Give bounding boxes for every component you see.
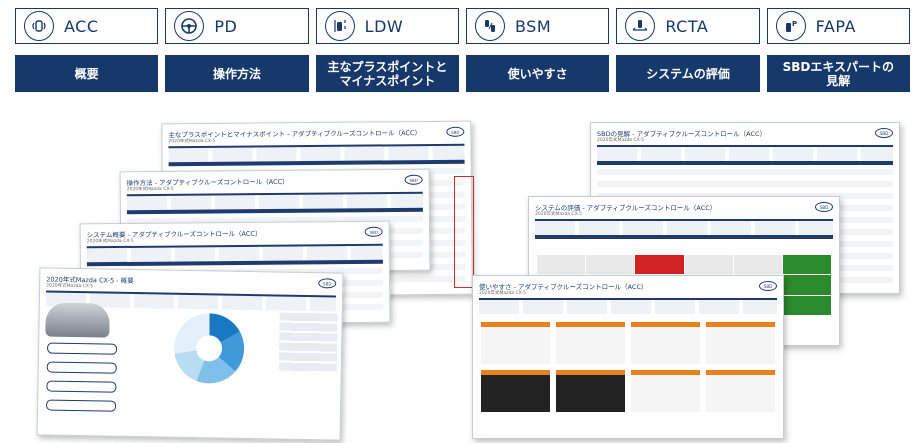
radar-car-icon <box>24 11 54 41</box>
tab-fapa[interactable]: P FAPA <box>766 8 910 44</box>
feature-tabs: ACC PD LDW BSM RCTA P FAPA <box>15 8 910 44</box>
tab-label: ACC <box>64 16 99 36</box>
sbd-logo: SBD <box>404 174 423 185</box>
page-title: システムの評価 - アダプティブクルーズコントロール（ACC） <box>535 204 717 212</box>
checklist <box>278 312 338 374</box>
page-subtitle: 2020年式Mazda CX-5 <box>86 238 134 245</box>
page-subtitle: 2020年式Mazda CX-5 <box>535 212 582 217</box>
tab-acc[interactable]: ACC <box>15 8 159 44</box>
category-operation[interactable]: 操作方法 <box>165 55 309 92</box>
sbd-logo: SBD <box>364 226 383 237</box>
sbd-logo: SBD <box>875 128 893 138</box>
page-subtitle: 2020年式Mazda CX-5 <box>126 186 174 193</box>
tab-rcta[interactable]: RCTA <box>616 8 760 44</box>
category-evaluation[interactable]: システムの評価 <box>616 55 760 92</box>
tab-bsm[interactable]: BSM <box>465 8 610 44</box>
page-subtitle: 2020年式Mazda CX-5 <box>168 138 216 145</box>
sbd-logo: SBD <box>318 278 337 289</box>
nav-strip <box>597 161 893 165</box>
tab-label: RCTA <box>665 16 709 36</box>
sbd-logo: SBD <box>759 281 777 291</box>
page-subtitle: 2020年式Mazda CX-5 <box>597 138 644 143</box>
car-image <box>45 302 110 338</box>
nav-strip <box>535 235 833 239</box>
category-overview[interactable]: 概要 <box>15 55 159 92</box>
blind-spot-icon <box>474 11 505 41</box>
feature-strip <box>479 298 777 314</box>
tab-label: PD <box>214 16 238 36</box>
report-page-mazda-overview: 2020年式Mazda CX-5 - 概要 2020年式Mazda CX-5 S… <box>36 267 344 441</box>
category-plus-minus[interactable]: 主なプラスポイントと マイナスポイント <box>315 55 459 92</box>
highlight-box <box>454 176 474 288</box>
tab-label: LDW <box>364 16 404 36</box>
feature-strip <box>597 145 893 161</box>
category-expert[interactable]: SBDエキスパートの 見解 <box>766 55 910 92</box>
tab-label: BSM <box>514 16 552 36</box>
page-title: 使いやすさ - アダプティブクルーズコントロール（ACC） <box>479 283 648 291</box>
category-usability[interactable]: 使いやすさ <box>465 55 610 92</box>
category-bar: 概要 操作方法 主なプラスポイントと マイナスポイント 使いやすさ システムの評… <box>15 55 910 92</box>
page-subtitle: 2020年式Mazda CX-5 <box>46 283 94 290</box>
page-subtitle: 2020年式Mazda CX-5 <box>479 291 526 296</box>
svg-text:P: P <box>792 20 797 28</box>
sbd-logo: SBD <box>815 202 833 212</box>
feature-list <box>45 342 118 424</box>
parking-assist-icon: P <box>775 11 806 41</box>
sbd-logo: SBD <box>446 126 465 137</box>
radial-chart <box>173 312 245 384</box>
feature-strip <box>535 219 833 235</box>
report-page-usability: 使いやすさ - アダプティブクルーズコントロール（ACC） 2020年式Mazd… <box>472 275 784 439</box>
rear-cross-traffic-icon <box>625 11 656 41</box>
tab-label: FAPA <box>815 16 856 36</box>
steering-wheel-icon <box>174 11 205 41</box>
lane-departure-icon <box>324 11 355 41</box>
page-title: SBDの見解 - アダプティブクルーズコントロール（ACC） <box>597 130 767 138</box>
tab-ldw[interactable]: LDW <box>315 8 459 44</box>
tab-pd[interactable]: PD <box>165 8 309 44</box>
usability-steps <box>481 322 775 412</box>
